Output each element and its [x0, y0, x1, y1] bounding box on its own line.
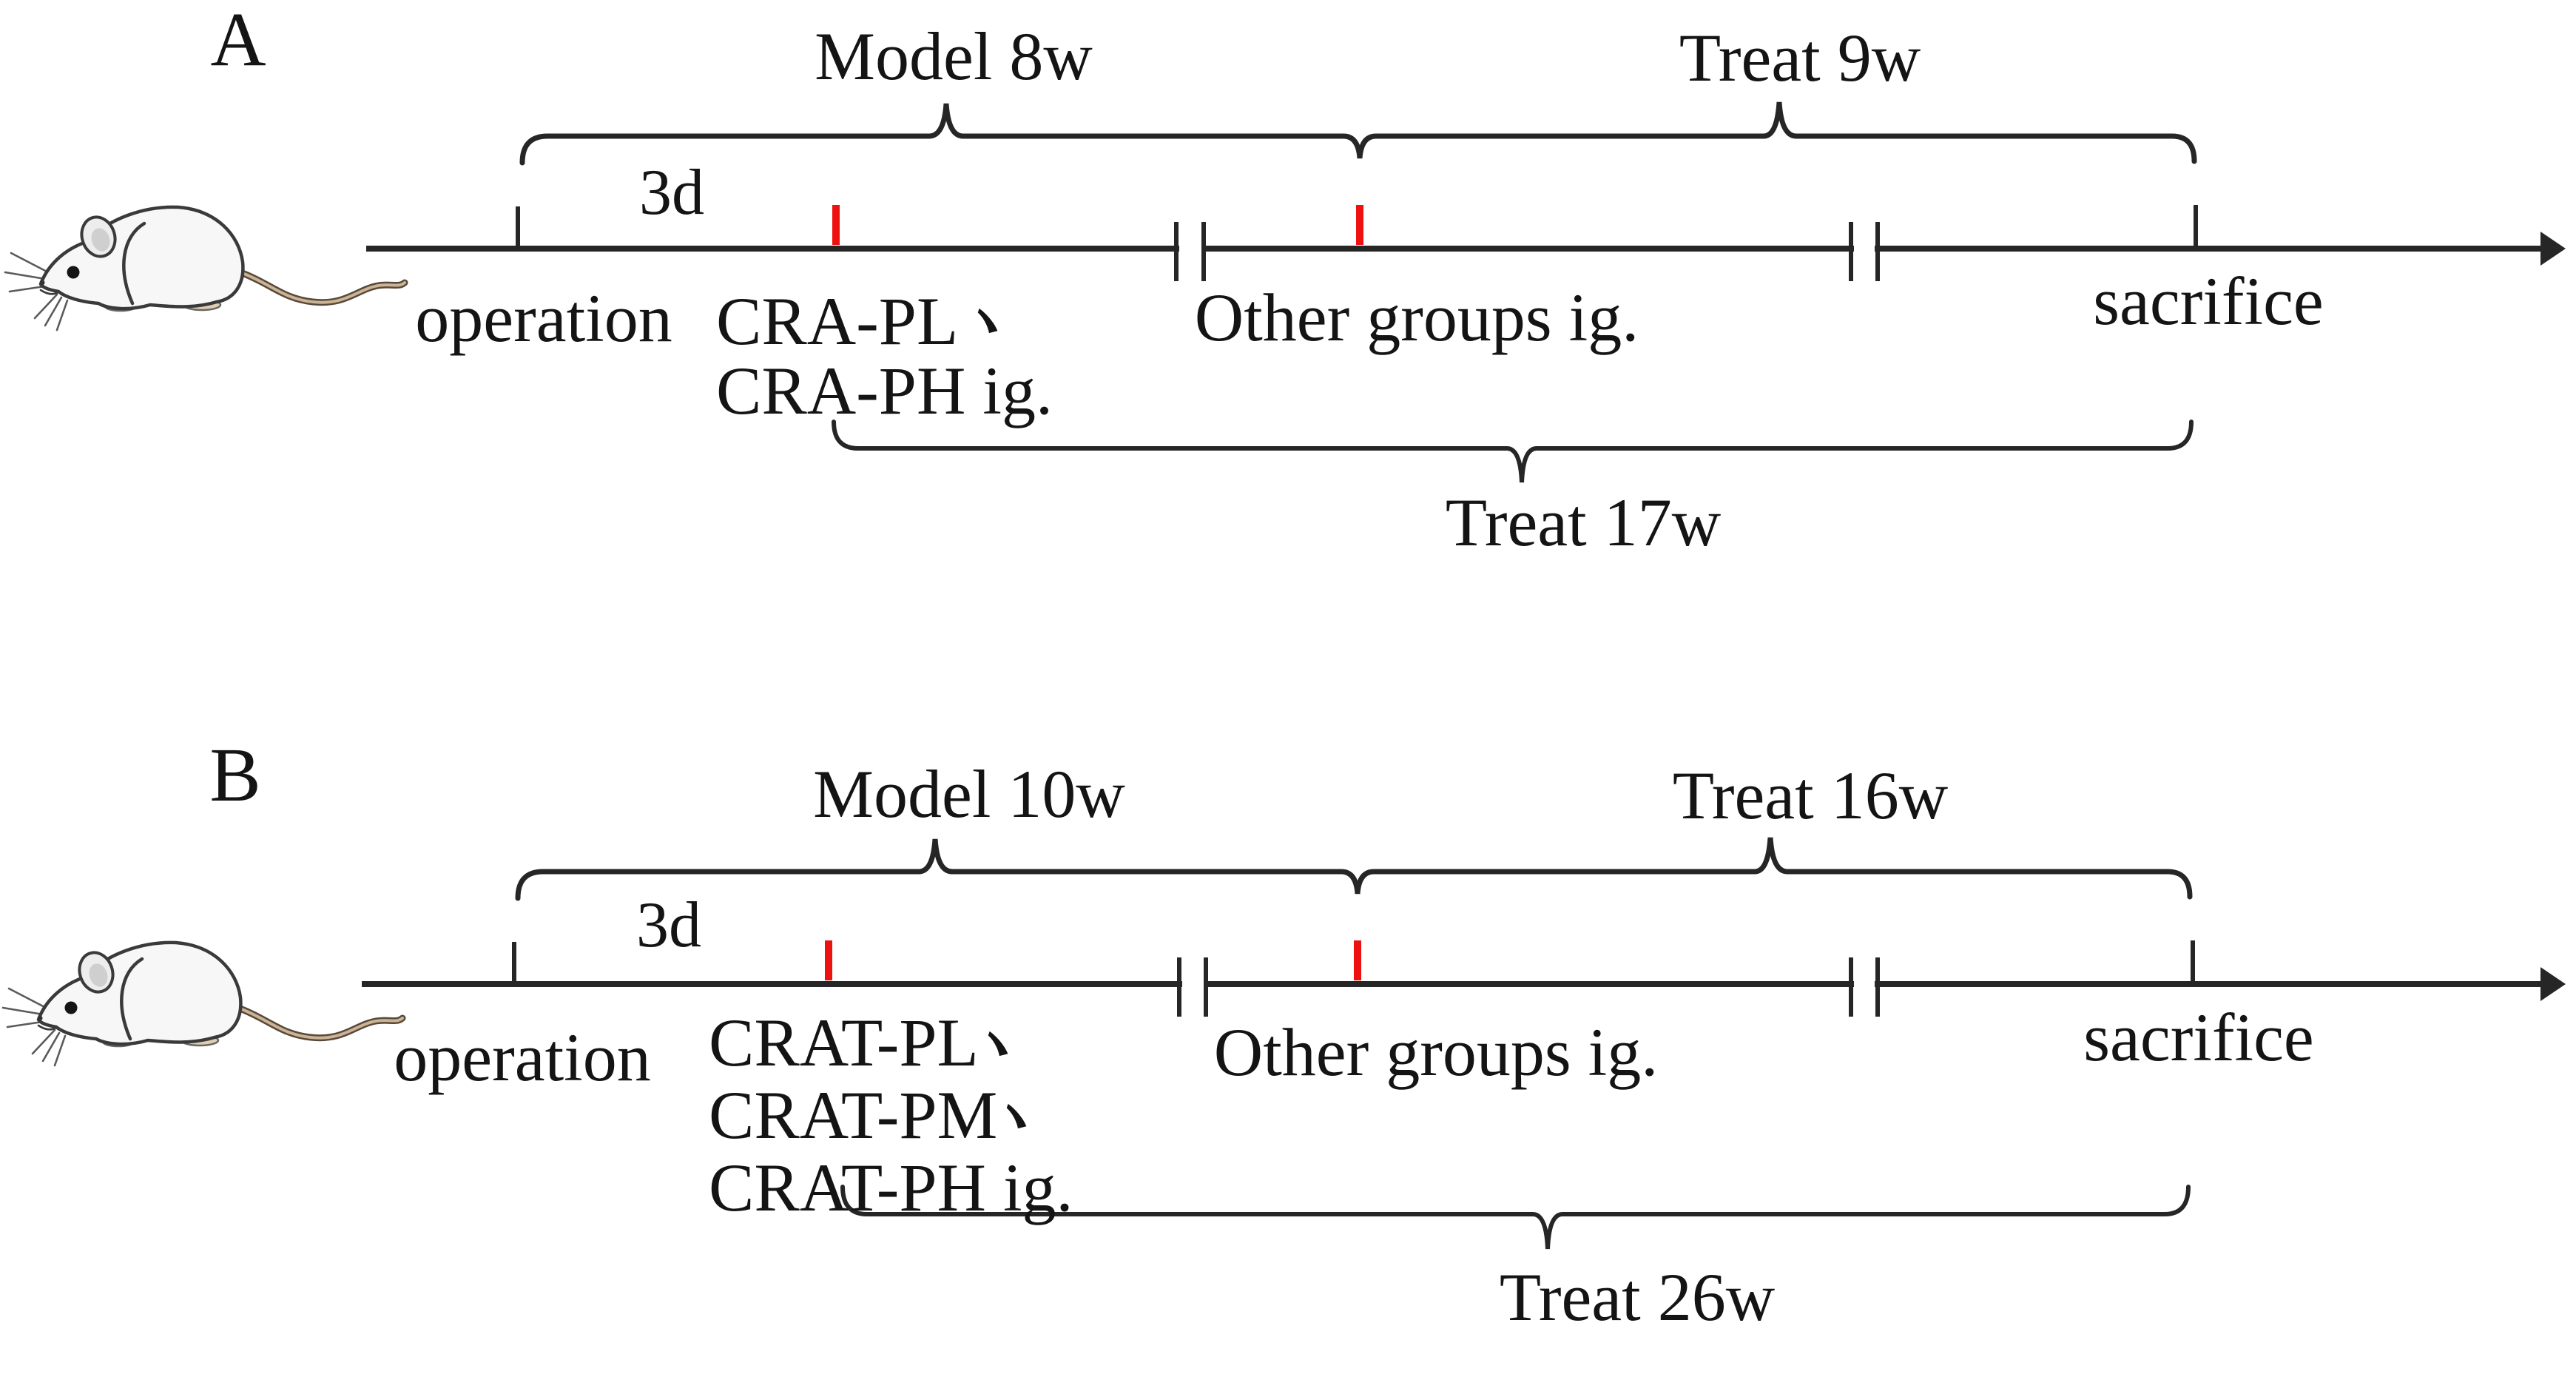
- treat-brace-label-b: Treat 16w: [1672, 758, 1949, 833]
- treatment-line-text: CRA-PH ig.: [716, 353, 1053, 428]
- timeline-break-gap-b2: [1854, 976, 1875, 992]
- total-treat-brace-a: [832, 420, 2194, 483]
- ideographic-comma-icon: [1007, 1103, 1027, 1129]
- total-treat-brace-b: [840, 1185, 2191, 1250]
- mouse-illustration-a: [5, 207, 405, 330]
- model-treat-brace-a: [519, 101, 2197, 166]
- sacrifice-label-b: sacrifice: [2083, 1000, 2314, 1075]
- timeline-break-b2: [1849, 957, 1880, 1017]
- ideographic-comma-icon: [988, 1031, 1008, 1057]
- model-brace-label-b: Model 10w: [813, 756, 1125, 832]
- treatment-line: CRAT-PM: [709, 1076, 1073, 1153]
- timeline-break-b1: [1177, 957, 1208, 1017]
- treatment-groups-label-a: CRA-PL CRA-PH ig.: [716, 282, 1053, 428]
- total-brace-label-b: Treat 26w: [1499, 1259, 1776, 1335]
- treatment-line-text: CRAT-PL: [709, 1005, 979, 1080]
- interval-label-b: 3d: [636, 889, 701, 961]
- timeline-break-gap-a2: [1854, 240, 1875, 257]
- treatment-line: CRA-PH ig.: [716, 351, 1053, 428]
- total-brace-label-a: Treat 17w: [1445, 485, 1722, 560]
- model-brace-label-a: Model 8w: [815, 18, 1093, 94]
- mouse-illustration-b: [3, 943, 402, 1065]
- timeline-break-a2: [1849, 222, 1880, 281]
- interval-label-a: 3d: [639, 157, 704, 229]
- panel-letter-a: A: [210, 0, 266, 82]
- timeline-break-a1: [1174, 222, 1206, 281]
- ideographic-comma-icon: [977, 308, 998, 334]
- treatment-line: CRAT-PH ig.: [709, 1148, 1073, 1225]
- timeline-arrowhead-b: [2540, 967, 2566, 1001]
- sacrifice-label-a: sacrifice: [2093, 263, 2324, 339]
- panel-letter-b: B: [209, 733, 261, 818]
- treatment-line: CRA-PL: [716, 282, 1053, 359]
- treatment-line-text: CRA-PL: [716, 283, 959, 359]
- operation-label-b: operation: [394, 1020, 651, 1095]
- treatment-line-text: CRAT-PM: [709, 1077, 998, 1153]
- treatment-line-text: CRAT-PH ig.: [709, 1150, 1073, 1225]
- panel-b-graphics: [3, 837, 2566, 1250]
- model-treat-brace-b: [515, 837, 2193, 901]
- timeline-break-gap-a1: [1179, 240, 1201, 257]
- other-groups-label-a: Other groups ig.: [1194, 280, 1639, 355]
- panel-a-graphics: [5, 101, 2566, 483]
- other-groups-label-b: Other groups ig.: [1213, 1014, 1659, 1090]
- timeline-arrowhead-a: [2540, 232, 2566, 266]
- treat-brace-label-a: Treat 9w: [1679, 20, 1921, 95]
- timeline-break-gap-b1: [1182, 976, 1204, 992]
- treatment-groups-label-b: CRAT-PL CRAT-PM CRAT-PH ig.: [709, 1003, 1073, 1225]
- operation-label-a: operation: [415, 280, 672, 356]
- treatment-line: CRAT-PL: [709, 1003, 1073, 1080]
